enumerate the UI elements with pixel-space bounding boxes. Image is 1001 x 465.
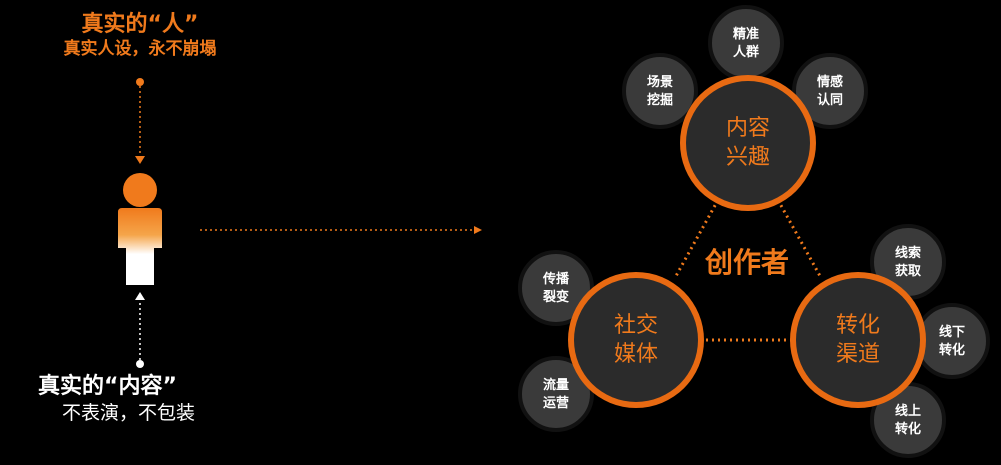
svg-text:兴趣: 兴趣 [726, 145, 770, 170]
svg-text:线下: 线下 [939, 324, 965, 340]
svg-text:线上: 线上 [895, 403, 921, 419]
big-circle-social: 社交 媒体 [568, 272, 704, 408]
svg-text:媒体: 媒体 [614, 342, 658, 367]
top-connector [135, 78, 145, 164]
svg-text:内容: 内容 [726, 116, 770, 141]
bottom-connector [135, 292, 145, 368]
person-icon [118, 173, 162, 285]
real-person-title: 真实的“人” [81, 12, 199, 37]
small-circle-spread: 传播 裂变 [518, 250, 594, 326]
small-circle-offline: 线下 转化 [914, 303, 990, 379]
small-circle-online: 线上 转化 [870, 382, 946, 458]
svg-text:线索: 线索 [895, 245, 921, 261]
small-circle-precise: 精准 人群 [708, 5, 784, 81]
real-content-subtitle: 不表演，不包装 [62, 402, 196, 424]
svg-text:社交: 社交 [614, 313, 658, 338]
svg-text:转化: 转化 [939, 342, 965, 358]
svg-text:传播: 传播 [542, 271, 570, 287]
creator-label: 创作者 [704, 246, 789, 279]
svg-text:人群: 人群 [733, 44, 759, 60]
svg-text:获取: 获取 [895, 263, 922, 279]
svg-text:转化: 转化 [895, 421, 921, 437]
svg-text:渠道: 渠道 [836, 342, 880, 367]
svg-text:认同: 认同 [817, 92, 843, 108]
svg-text:流量: 流量 [543, 377, 569, 393]
svg-text:情感: 情感 [817, 74, 843, 90]
arrow-to-diagram [200, 226, 482, 234]
real-person-subtitle: 真实人设，永不崩塌 [63, 39, 217, 59]
small-circle-emotion: 情感 认同 [792, 53, 868, 129]
svg-text:裂变: 裂变 [542, 289, 569, 305]
svg-text:精准: 精准 [733, 26, 759, 42]
small-circle-traffic: 流量 运营 [518, 356, 594, 432]
svg-text:转化: 转化 [836, 313, 880, 338]
big-circle-content: 内容 兴趣 [680, 75, 816, 211]
svg-text:场景: 场景 [647, 75, 673, 90]
big-circle-channel: 转化 渠道 [790, 272, 926, 408]
real-content-title: 真实的“内容” [38, 374, 177, 399]
svg-text:运营: 运营 [543, 395, 569, 411]
triangle-connectors [674, 199, 822, 342]
small-circle-scene: 场景 挖掘 [622, 53, 698, 129]
svg-text:挖掘: 挖掘 [647, 92, 673, 108]
